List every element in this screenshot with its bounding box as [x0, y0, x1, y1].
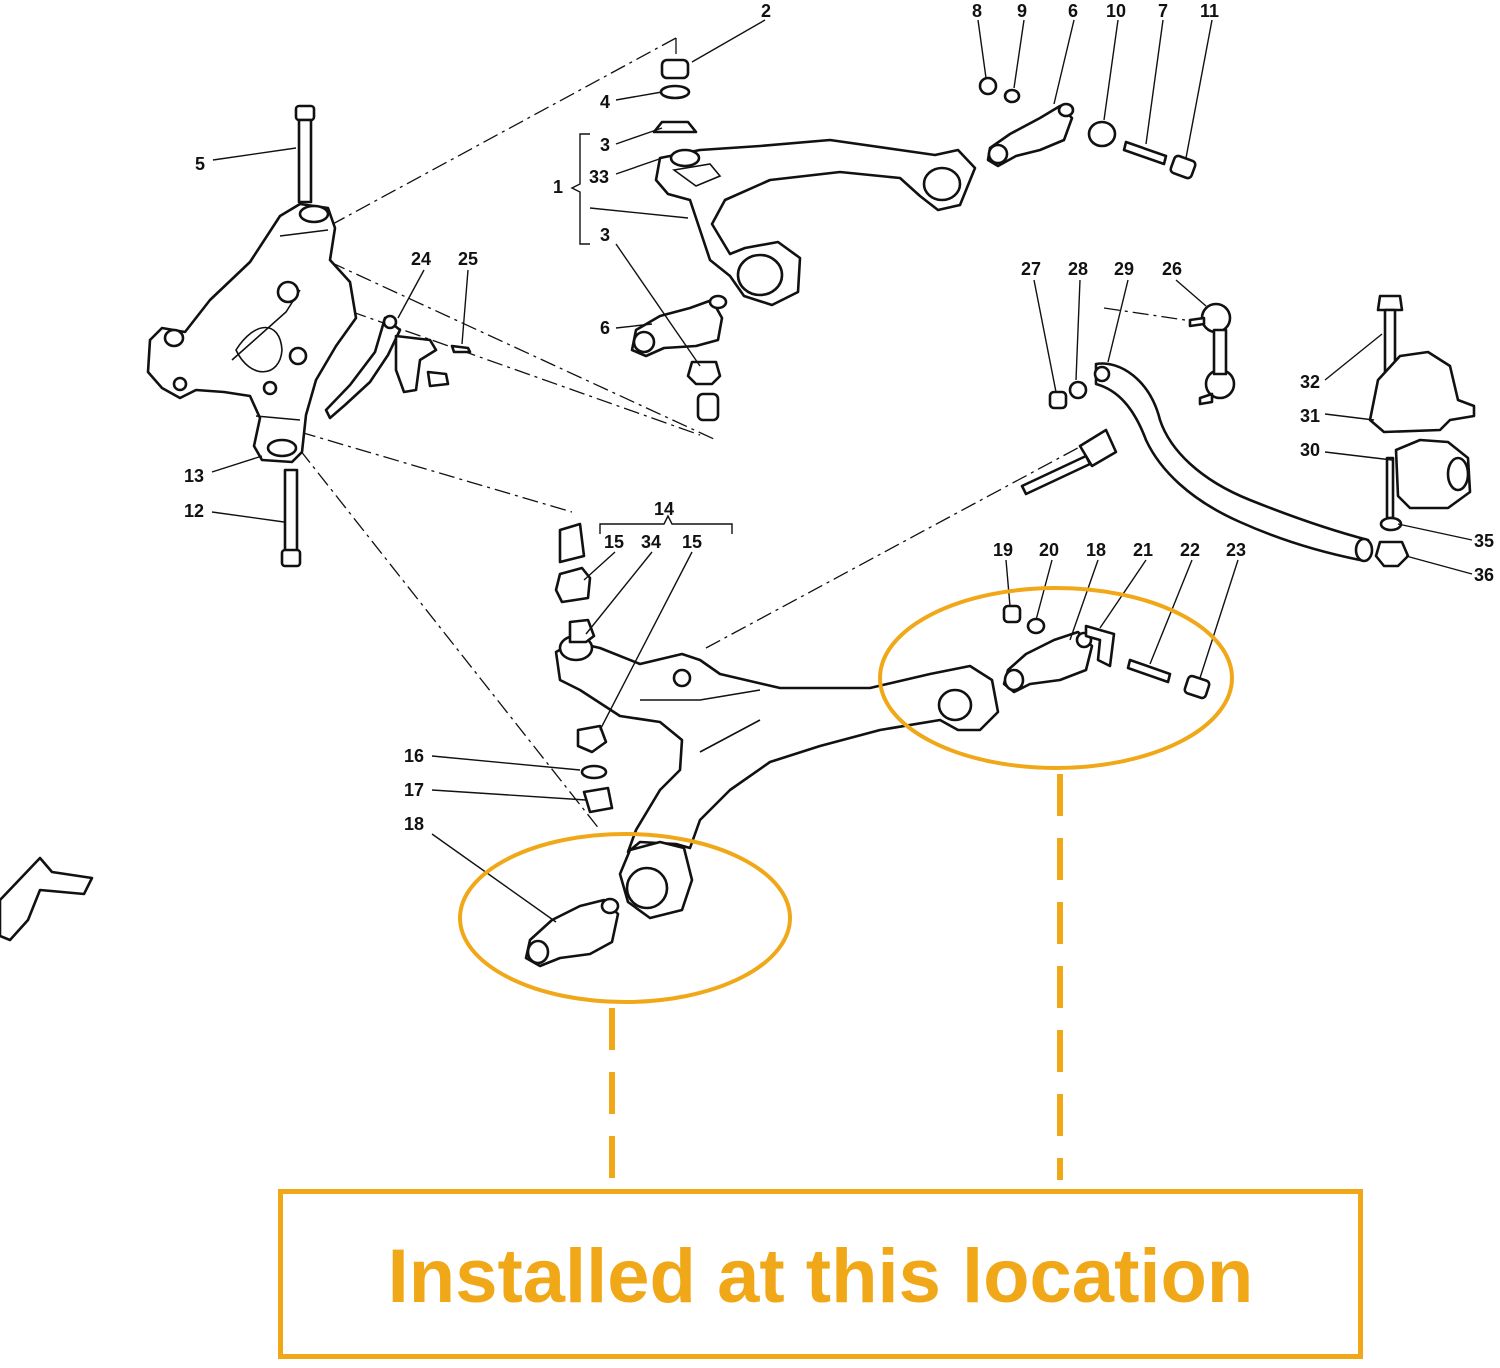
label-4: 4: [600, 92, 610, 112]
label-18: 18: [404, 814, 424, 834]
label-8: 8: [972, 1, 982, 21]
label-5: 5: [195, 154, 205, 174]
label-1: 1: [553, 177, 563, 197]
label-25: 25: [458, 249, 478, 269]
rear-lower-hardware: [1002, 604, 1211, 700]
label-14: 14: [654, 499, 674, 519]
bolt-12: [280, 468, 302, 568]
label-11: 11: [1200, 1, 1219, 21]
bush-6-rear: [986, 102, 1075, 168]
lower-control-arm: [554, 634, 1000, 920]
lower-arm-hardware: [576, 724, 614, 814]
label-12: 12: [184, 501, 204, 521]
label-36: 36: [1474, 565, 1494, 585]
label-10: 10: [1106, 1, 1126, 21]
label-7: 7: [1158, 1, 1168, 21]
nut-27-washer-28: [1048, 380, 1088, 410]
highlight-annotations: [458, 586, 1234, 1180]
rear-bush-hardware: [978, 76, 1197, 180]
part-number-labels: 2 4 3 33 1 3 6 5 8 9 6 10 7 11 24 25 13 …: [184, 1, 1494, 834]
label-33: 33: [589, 167, 609, 187]
label-2: 2: [761, 1, 771, 21]
upper-arm-lower-nuts: [686, 360, 722, 422]
label-32: 32: [1300, 372, 1320, 392]
label-13: 13: [184, 466, 204, 486]
highlight-ellipse-rear-bush: [878, 586, 1234, 770]
label-15: 15: [682, 532, 702, 552]
label-29: 29: [1114, 259, 1134, 279]
label-28: 28: [1068, 259, 1088, 279]
label-34: 34: [641, 532, 661, 552]
caption-text: Installed at this location: [387, 1234, 1254, 1319]
anti-roll-bar: [1093, 362, 1374, 563]
bush-18-front: [524, 897, 620, 968]
label-3: 3: [600, 135, 610, 155]
steering-knuckle: [146, 202, 358, 464]
label-21: 21: [1133, 540, 1153, 560]
group-braces: [570, 133, 733, 534]
label-19: 19: [993, 540, 1013, 560]
label-35: 35: [1474, 531, 1494, 551]
label-24: 24: [411, 249, 431, 269]
ball-joint-stack: [652, 58, 698, 134]
leader-lines: [211, 19, 1473, 923]
lower-ball-joint-stack: [554, 522, 596, 644]
caption-box: Installed at this location: [278, 1189, 1363, 1359]
screw-25: [450, 344, 472, 354]
upper-control-arm: [654, 138, 977, 307]
label-17: 17: [404, 780, 424, 800]
label-9: 9: [1017, 1, 1027, 21]
bolt-5: [294, 104, 316, 204]
long-bolt: [1020, 428, 1118, 496]
label-6: 6: [600, 318, 610, 338]
bush-18-rear: [1002, 630, 1094, 694]
label-6: 6: [1068, 1, 1078, 21]
label-16: 16: [404, 746, 424, 766]
highlight-ellipse-front-bush: [458, 832, 792, 1004]
label-26: 26: [1162, 259, 1182, 279]
label-22: 22: [1180, 540, 1200, 560]
drop-link-26: [1188, 302, 1236, 406]
clamp-assembly: [1368, 294, 1476, 568]
bush-6-lower-front: [630, 294, 728, 358]
direction-arrow: [0, 856, 94, 942]
label-3: 3: [600, 225, 610, 245]
label-27: 27: [1021, 259, 1041, 279]
construction-lines: [295, 37, 1186, 831]
label-30: 30: [1300, 440, 1320, 460]
label-31: 31: [1300, 406, 1320, 426]
label-15: 15: [604, 532, 624, 552]
label-18: 18: [1086, 540, 1106, 560]
label-23: 23: [1226, 540, 1246, 560]
label-20: 20: [1039, 540, 1059, 560]
bracket-24: [324, 314, 450, 420]
